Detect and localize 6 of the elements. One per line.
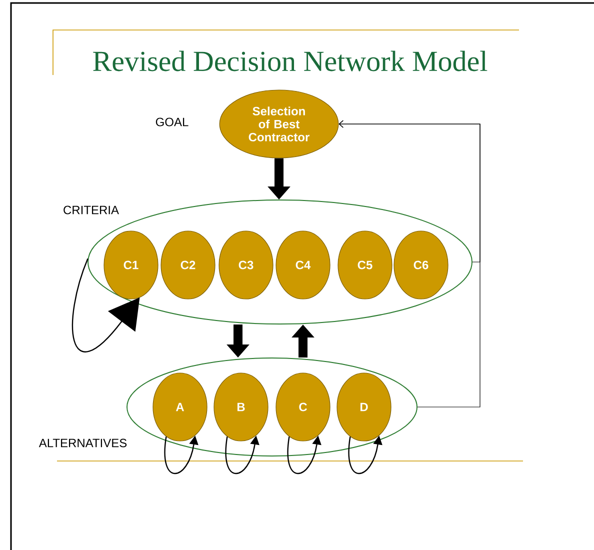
level-label: GOAL [156,118,188,126]
group-heading: CRITERIA [64,206,119,214]
title: Revised Decision Network Model [93,50,488,72]
arrow [72,258,140,352]
group-heading: ALTERNATIVES [38,438,127,448]
arrow [338,120,480,408]
